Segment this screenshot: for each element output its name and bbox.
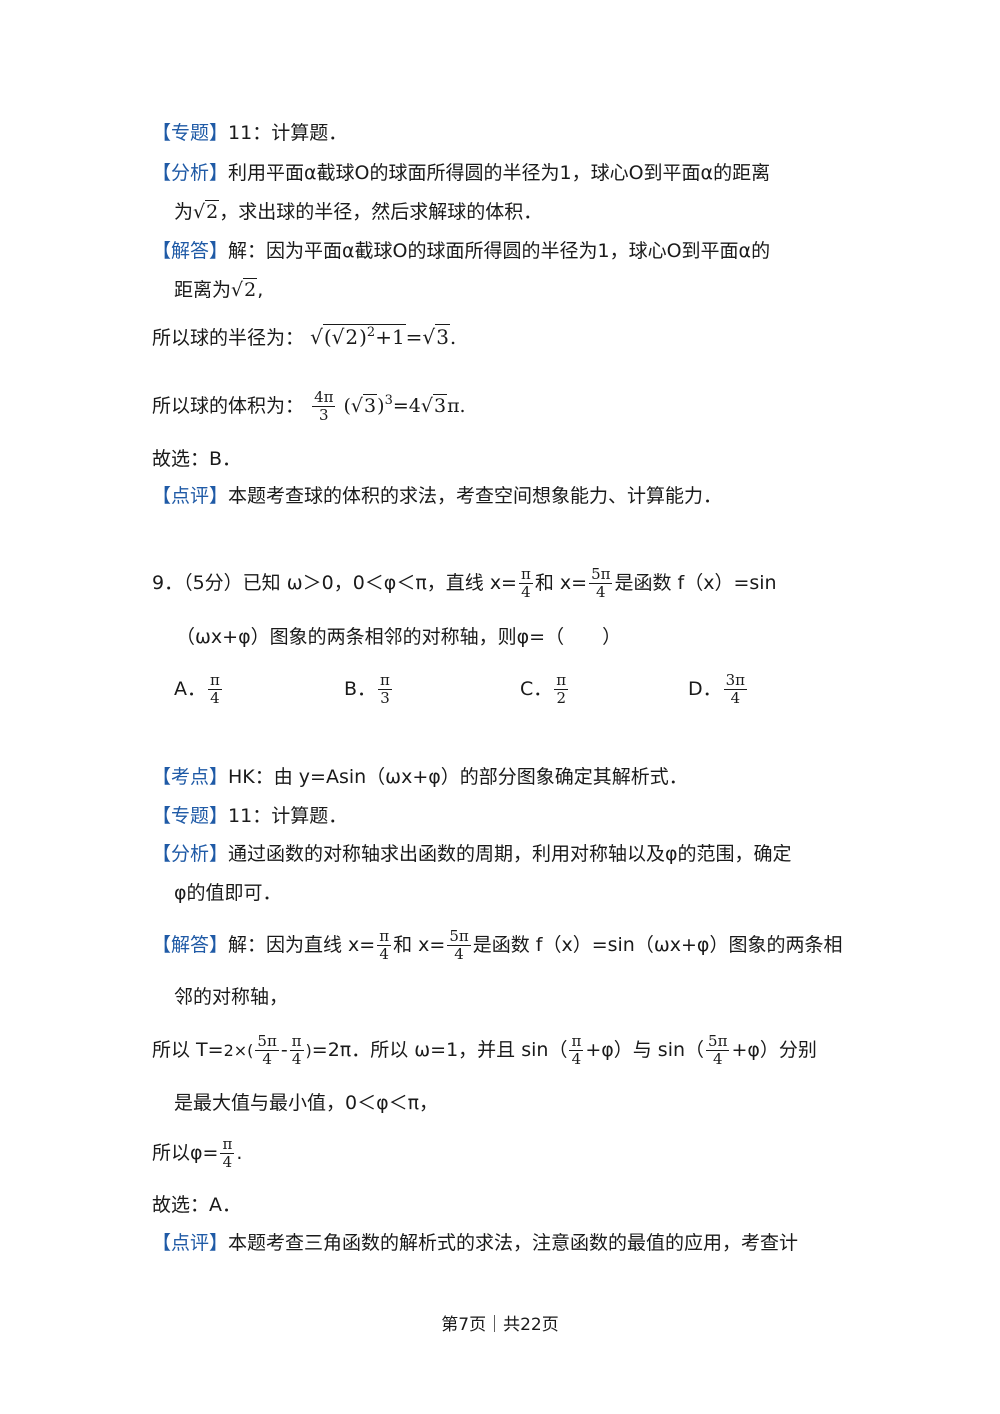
q8-choice: 故选：B． <box>152 448 242 470</box>
tag-zhuanti: 【专题】 <box>152 122 229 144</box>
q8-jieda-line1: 【解答】解：因为平面α截球O的球面所得圆的半径为1，球心O到平面α的 <box>152 240 771 262</box>
q8-fenxi-line1: 【分析】利用平面α截球O的球面所得圆的半径为1，球心O到平面α的距离 <box>152 162 771 184</box>
volume-formula: (√3)3=4√3π. <box>343 393 466 417</box>
tag-jieda: 【解答】 <box>152 240 229 262</box>
tag-kaodian: 【考点】 <box>152 766 229 788</box>
sqrt-2: √2 <box>193 200 220 223</box>
q9-choice: 故选：A． <box>152 1194 241 1216</box>
q9-fenxi-line2: φ的值即可． <box>174 882 282 904</box>
q9-jieda-line2: 邻的对称轴， <box>174 986 289 1008</box>
q8-fenxi-line2: 为√2，求出球的半径，然后求解球的体积． <box>174 200 543 223</box>
tag-dianping: 【点评】 <box>152 485 229 507</box>
radius-formula: √(√2)2+1=√3. <box>310 324 457 349</box>
q8-dianping: 【点评】本题考查球的体积的求法，考查空间想象能力、计算能力． <box>152 485 723 507</box>
q9-maxmin: 是最大值与最小值，0＜φ＜π， <box>174 1092 439 1114</box>
q9-zhuanti: 【专题】11：计算题． <box>152 805 348 827</box>
q8-zhuanti: 【专题】11：计算题． <box>152 122 348 144</box>
q9-stem-line2: （ωx+φ）图象的两条相邻的对称轴，则φ=（ ） <box>176 626 622 648</box>
q9-fenxi-line1: 【分析】通过函数的对称轴求出函数的周期，利用对称轴以及φ的范围，确定 <box>152 843 792 865</box>
page-footer: 第7页｜共22页 <box>441 1315 559 1335</box>
tag-fenxi: 【分析】 <box>152 162 229 184</box>
q8-jieda-line2: 距离为√2, <box>174 278 264 301</box>
q8-radius: 所以球的半径为： √(√2)2+1=√3. <box>152 324 457 349</box>
q9-dianping: 【点评】本题考查三角函数的解析式的求法，注意函数的最值的应用，考查计 <box>152 1232 799 1254</box>
q9-kaodian: 【考点】HK：由 y=Asin（ωx+φ）的部分图象确定其解析式． <box>152 766 688 788</box>
